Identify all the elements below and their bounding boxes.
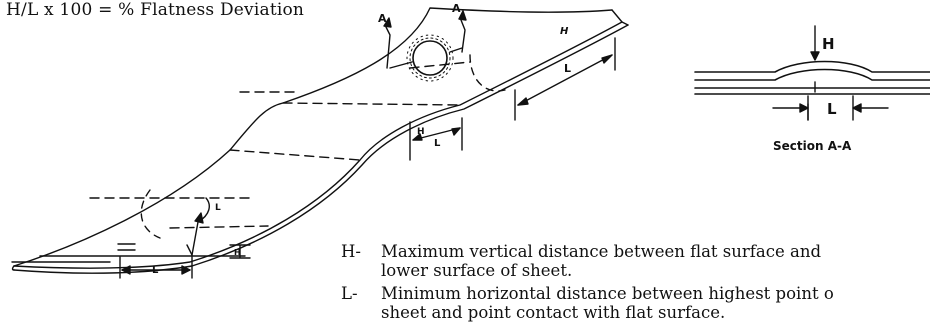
dimension-l	[514, 37, 616, 121]
dimension-l-low	[119, 256, 193, 279]
arrowhead	[181, 265, 191, 275]
sheet-outline	[13, 7, 613, 267]
arrowhead	[517, 97, 529, 106]
arrowhead	[121, 265, 131, 275]
definition-line: lower surface of sheet.	[381, 261, 573, 280]
sheet-front-edge	[13, 21, 623, 269]
label-h-mid: H	[417, 127, 425, 137]
dimension-h-arrow	[186, 244, 193, 256]
small-tick	[117, 243, 136, 251]
formula-text: H/L x 100 = % Flatness Deviation	[6, 0, 305, 20]
label-l-low: L	[152, 265, 159, 276]
label-l-upper: L	[564, 62, 571, 75]
sheet-right-end	[611, 9, 629, 26]
definition-line: Minimum horizontal distance between high…	[381, 284, 834, 303]
definition-line: Maximum vertical distance between flat s…	[381, 242, 822, 261]
dashed-line	[169, 225, 269, 229]
section-caption: Section A-A	[773, 139, 852, 153]
dimension-h-low	[229, 244, 251, 259]
arrowhead	[458, 10, 467, 21]
dashed-curve	[140, 189, 161, 239]
definition-text: Minimum horizontal distance between high…	[381, 284, 834, 322]
dashed-line	[282, 102, 461, 106]
label-l-mid: L	[434, 138, 441, 149]
label-a-left: A	[378, 12, 387, 25]
sheet-front-edge-lower	[13, 24, 629, 274]
section-cut-line	[385, 26, 391, 69]
arrowhead	[451, 127, 461, 136]
dashed-curve	[469, 54, 506, 92]
dashed-line	[409, 61, 471, 69]
label-a-right: A	[452, 2, 461, 15]
section-cut-line	[460, 19, 466, 53]
definition-text: Maximum vertical distance between flat s…	[381, 242, 821, 280]
label-l-arrow: L	[215, 203, 221, 213]
arrowhead	[412, 133, 423, 141]
section-cut-line	[389, 47, 463, 69]
label-h-corner: H	[560, 26, 569, 37]
section-h-label: H	[822, 35, 835, 53]
dimension-h-arrow	[191, 197, 210, 256]
arrowhead	[852, 103, 862, 113]
dashed-line	[229, 149, 361, 161]
buckle-circle	[406, 34, 454, 82]
sheet-left-end	[11, 265, 15, 271]
section-a-a-detail: H L Section A-A	[694, 25, 930, 153]
arrowhead	[799, 103, 809, 113]
arrowhead	[601, 54, 613, 64]
arrowhead	[383, 17, 392, 28]
arrowhead	[810, 51, 820, 61]
definition-term: H-	[341, 242, 361, 261]
definition-line: sheet and point contact with flat surfac…	[381, 303, 726, 322]
definition-term: L-	[341, 284, 358, 303]
section-l-label: L	[827, 100, 837, 118]
arrowhead	[194, 212, 204, 224]
label-h-low: H	[234, 248, 241, 257]
